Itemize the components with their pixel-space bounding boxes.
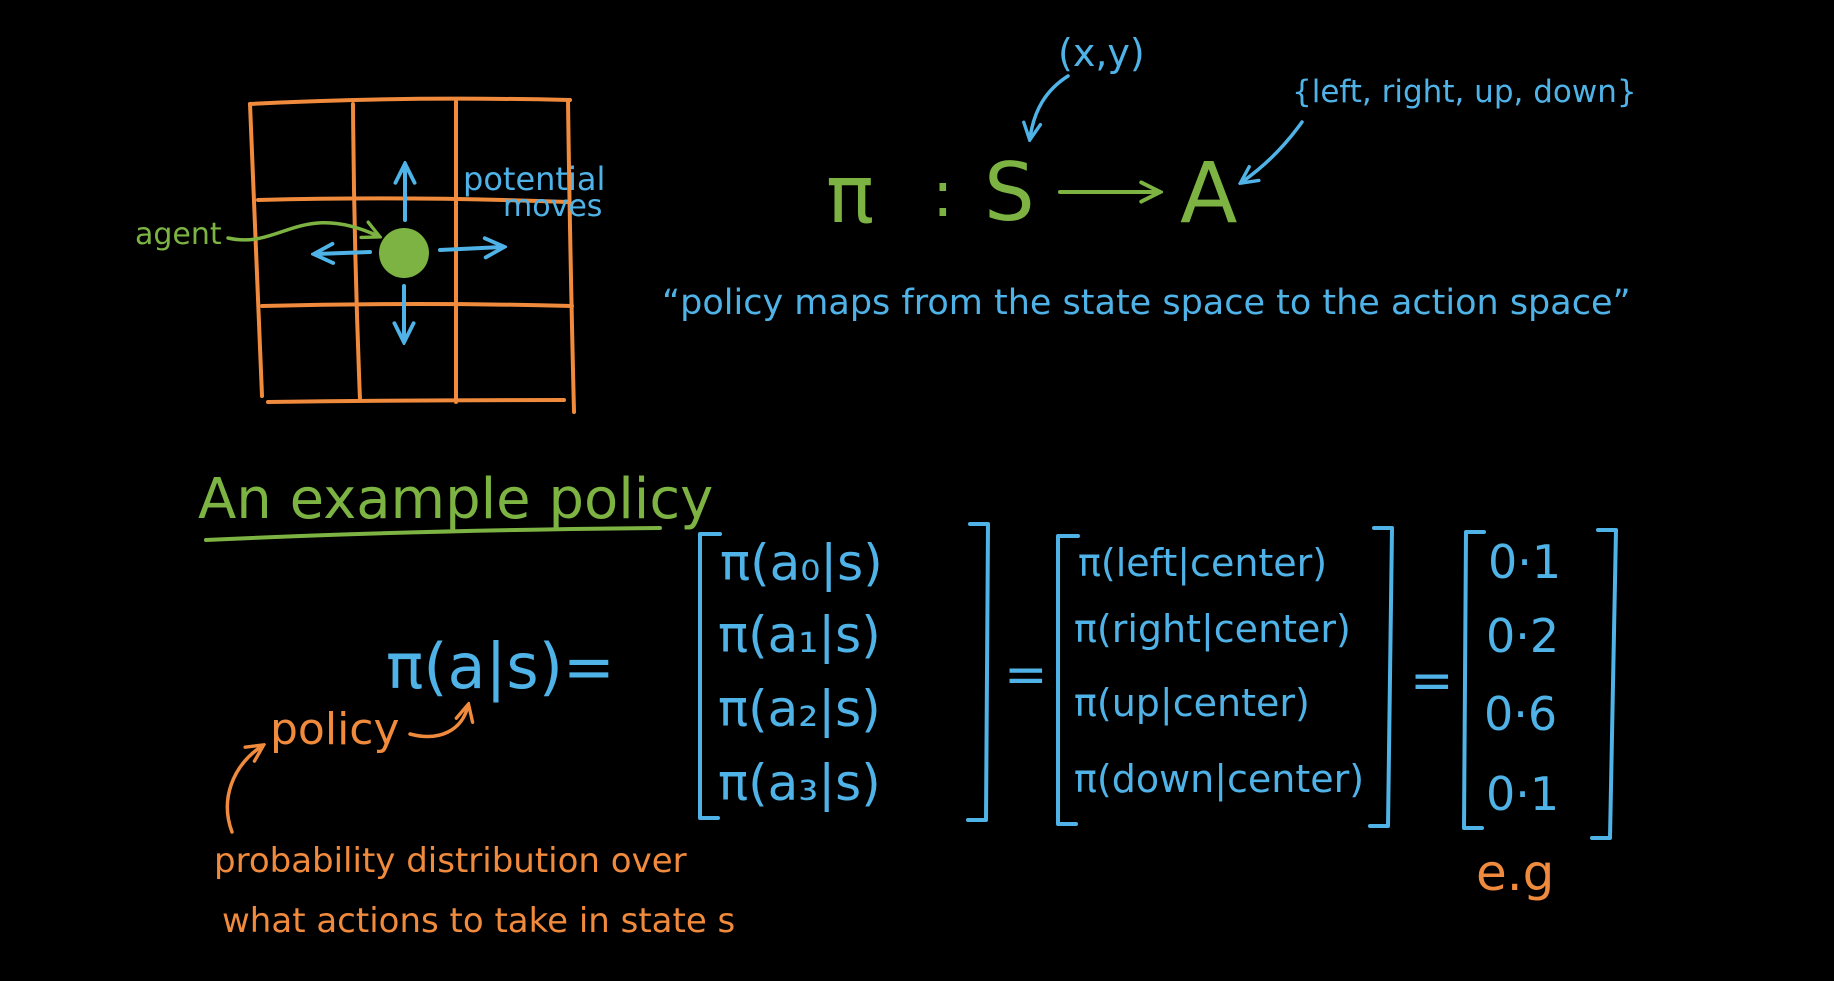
state-space-symbol: S (984, 146, 1035, 239)
matrix-1-entry: π(a₀|s) (720, 534, 883, 592)
matrix-1-entry: π(a₂|s) (718, 680, 881, 738)
policy-lhs: π(a|s)= (386, 630, 615, 704)
state-note: (x,y) (1058, 31, 1145, 75)
agent-label: agent (135, 217, 222, 252)
policy-note-line-2: what actions to take in state s (222, 901, 735, 941)
grid-line (248, 96, 572, 106)
potential-moves-label-1: potential (463, 160, 605, 198)
policy-label-arrow (408, 706, 468, 739)
matrix-2-entry: π(up|center) (1074, 681, 1310, 726)
matrix-3-entry: 0·1 (1486, 767, 1559, 821)
pi-symbol: π (826, 148, 874, 241)
policy-note-line-1: probability distribution over (214, 841, 687, 881)
arrow-left-icon (316, 252, 372, 254)
matrix-2-entry: π(down|center) (1074, 757, 1364, 802)
grid-line (260, 302, 574, 308)
matrix-3-entry: 0·6 (1484, 687, 1557, 741)
example-heading: An example policy (198, 467, 713, 532)
matrix-3-left-bracket (1462, 530, 1486, 830)
grid-line (266, 398, 566, 404)
matrix-2-entry: π(left|center) (1078, 541, 1327, 586)
action-space-symbol: A (1180, 144, 1237, 242)
matrix-2: π(left|center) π(right|center) π(up|cent… (1056, 526, 1394, 828)
matrix-1-left-bracket (698, 532, 722, 820)
matrix-1-right-bracket (966, 522, 990, 822)
matrix-1-entry: π(a₃|s) (718, 754, 881, 812)
policy-label: policy (270, 704, 400, 755)
action-note: {left, right, up, down} (1292, 74, 1637, 110)
grid-line (256, 196, 570, 204)
matrix-2-entry: π(right|center) (1074, 607, 1351, 652)
matrix-1: π(a₀|s) π(a₁|s) π(a₂|s) π(a₃|s) (698, 522, 990, 822)
matrix-2-left-bracket (1056, 534, 1080, 826)
note-to-policy-arrow (225, 746, 262, 834)
matrix-3-right-bracket (1590, 528, 1618, 840)
state-note-arrow (1030, 74, 1070, 138)
agent-pointer-arrow (226, 223, 378, 242)
matrix-1-entry: π(a₁|s) (718, 606, 881, 664)
arrow-right-icon (438, 247, 502, 250)
agent-dot (379, 228, 429, 278)
colon: : (932, 158, 954, 232)
move-arrows (316, 166, 502, 340)
matrix-3-entry: 0·2 (1486, 609, 1559, 663)
action-note-arrow (1242, 120, 1304, 182)
equals-sign-2: = (1410, 651, 1454, 711)
grid-line (248, 102, 264, 398)
example-heading-underline (204, 526, 662, 542)
equals-sign-1: = (1004, 645, 1048, 705)
mapping-caption: “policy maps from the state space to the… (662, 283, 1631, 323)
potential-moves-label-2: moves (503, 189, 602, 224)
matrix-2-right-bracket (1368, 526, 1394, 828)
matrix-3: 0·1 0·2 0·6 0·1 (1462, 528, 1618, 840)
matrix-3-entry: 0·1 (1488, 535, 1561, 589)
grid-line (566, 98, 576, 414)
eg-label: e.g (1476, 844, 1554, 902)
